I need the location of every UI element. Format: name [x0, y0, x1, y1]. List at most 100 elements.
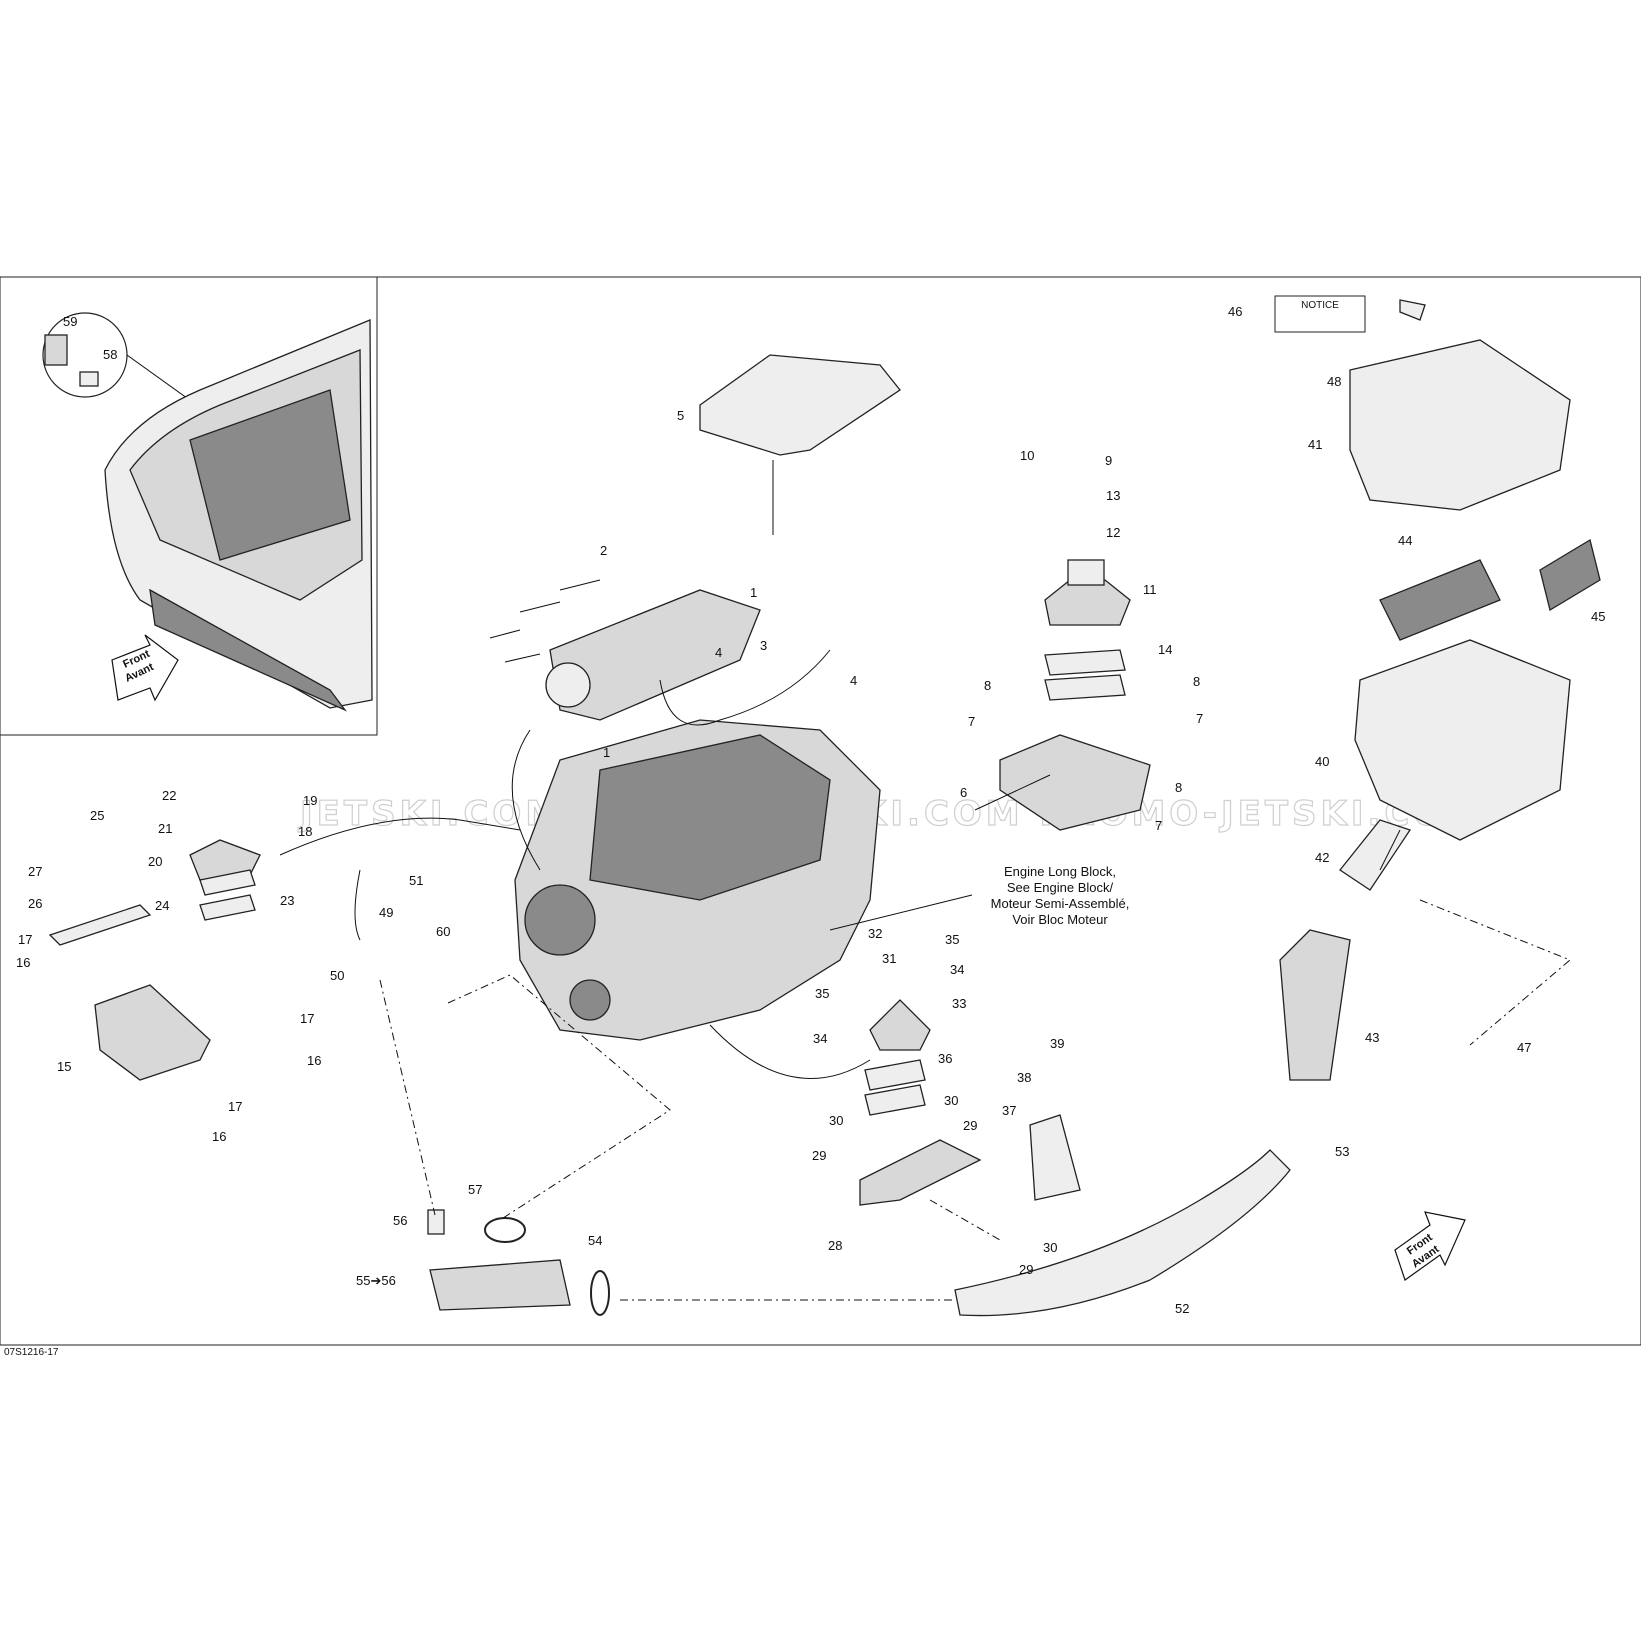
bracket-6: [999, 734, 1151, 831]
callout-42: 42: [1315, 850, 1329, 865]
watermark: JETSKI.COM PROMO-JETSKI.COM PROMO-JETSKI…: [298, 794, 1484, 834]
callout-22: 22: [162, 788, 176, 803]
callout-34: 34: [950, 962, 964, 977]
callout-44: 44: [1398, 533, 1412, 548]
hose-3: [659, 649, 831, 726]
callout-11: 11: [1143, 582, 1157, 597]
engine-note-line3: Moteur Semi-Assemblé,: [991, 896, 1130, 911]
callout-45: 45: [1591, 609, 1605, 624]
inset-frame: [0, 276, 378, 736]
callout-23: 23: [280, 893, 294, 908]
mount-33: [869, 999, 931, 1051]
callout-1: 1: [750, 585, 757, 600]
callout-6: 6: [960, 785, 967, 800]
plate-37: [1029, 1114, 1081, 1201]
engine-top: [589, 734, 831, 901]
callout-60: 60: [436, 924, 450, 939]
callout-51: 51: [409, 873, 423, 888]
callout-19: 19: [303, 793, 317, 808]
intake-tube-45: [1539, 538, 1601, 612]
mount-rubber: [1067, 559, 1105, 586]
callout-3: 3: [760, 638, 767, 653]
callout-4: 4: [715, 645, 722, 660]
callout-29: 29: [963, 1118, 977, 1133]
shim-14b: [1044, 674, 1126, 701]
callout-35: 35: [945, 932, 959, 947]
mount-20: [189, 839, 261, 881]
callout-32: 32: [868, 926, 882, 941]
engine-cover: [699, 354, 901, 456]
leader: [709, 1024, 871, 1079]
assembly-line: [1419, 899, 1571, 1046]
hose-49: [354, 869, 361, 941]
airbox-base-40: [1354, 639, 1571, 841]
engine-pulley: [524, 884, 596, 956]
callout-46: 46: [1228, 304, 1242, 319]
bolt-group-2: [489, 579, 601, 663]
callout-18: 18: [298, 824, 312, 839]
engine-note: Engine Long Block, See Engine Block/ Mot…: [991, 864, 1130, 927]
bolt: [519, 601, 561, 613]
callout-47: 47: [1517, 1040, 1531, 1055]
callout-12: 12: [1106, 525, 1120, 540]
callout-30: 30: [1043, 1240, 1057, 1255]
callout-7: 7: [1196, 711, 1203, 726]
callout-35: 35: [815, 986, 829, 1001]
callout-34: 34: [813, 1031, 827, 1046]
callout-9: 9: [1105, 453, 1112, 468]
airbox-cover-41: [1349, 339, 1571, 511]
clamp-54: [590, 1270, 610, 1316]
engine-starter: [569, 979, 611, 1021]
shim-14a: [1044, 649, 1126, 676]
callout-48: 48: [1327, 374, 1341, 389]
hull-inset: Front Avant: [42, 312, 373, 712]
callout-40: 40: [1315, 754, 1329, 769]
bracket-24: [48, 904, 152, 946]
callout-56: 56: [393, 1213, 407, 1228]
callout-25: 25: [90, 808, 104, 823]
bolt: [559, 579, 601, 591]
fitting-56: [427, 1209, 445, 1235]
callout-30: 30: [944, 1093, 958, 1108]
engine-note-line2: See Engine Block/: [1007, 880, 1114, 895]
callout-2: 2: [600, 543, 607, 558]
throttle-body: [545, 662, 591, 708]
callout-14: 14: [1158, 642, 1172, 657]
shim-36b: [864, 1084, 926, 1116]
callout-26: 26: [28, 896, 42, 911]
callout-59: 59: [63, 314, 77, 329]
callout-57: 57: [468, 1182, 482, 1197]
drawing-code: 07S1216-17: [4, 1347, 59, 1358]
clamp-57: [484, 1217, 526, 1243]
callout-7: 7: [968, 714, 975, 729]
bracket-28: [859, 1139, 982, 1206]
callout-10: 10: [1020, 448, 1034, 463]
callout-39: 39: [1050, 1036, 1064, 1051]
front-arrow-shape: [1394, 1211, 1466, 1281]
callout-30: 30: [829, 1113, 843, 1128]
callout-29: 29: [812, 1148, 826, 1163]
engine-note-line4: Voir Bloc Moteur: [1012, 912, 1108, 927]
part-59-clip: [44, 334, 68, 366]
callout-27: 27: [28, 864, 42, 879]
callout-33: 33: [952, 996, 966, 1011]
notice-heading: NOTICE: [1301, 300, 1339, 311]
front-arrow-inset: Front Avant: [111, 634, 179, 702]
callout-50: 50: [330, 968, 344, 983]
callout-58: 58: [103, 347, 117, 362]
callout-1: 1: [603, 745, 610, 760]
callout-24: 24: [155, 898, 169, 913]
mount-base: [1044, 579, 1131, 626]
boot-55-56: [429, 1259, 571, 1311]
manifold-body: [549, 589, 761, 721]
callout-20: 20: [148, 854, 162, 869]
assembly-line: [447, 974, 671, 1221]
callout-29: 29: [1019, 1262, 1033, 1277]
shim-36a: [864, 1059, 926, 1091]
callout-8: 8: [984, 678, 991, 693]
engine-long-block: [514, 719, 881, 1041]
callout-53: 53: [1335, 1144, 1349, 1159]
callout-52: 52: [1175, 1301, 1189, 1316]
duct-42: [1339, 819, 1412, 891]
